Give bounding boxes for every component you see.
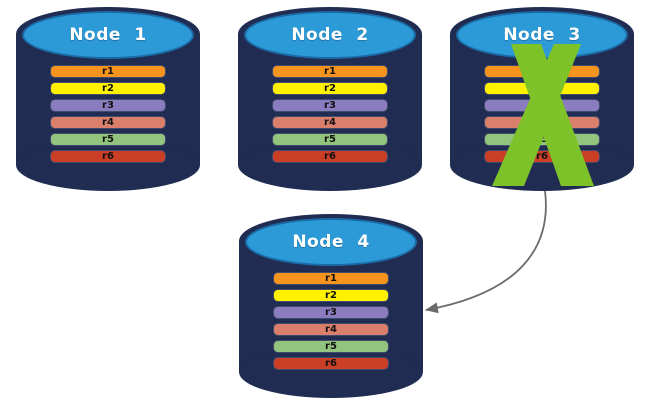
replica-bar-r1: r1	[51, 66, 165, 77]
node-2-cylinder: Node 2 r1 r2 r3 r4 r5 r6	[238, 7, 422, 193]
replica-bar-r1: r1	[485, 66, 599, 77]
replica-bar-r4: r4	[51, 117, 165, 128]
cylinder-top-face: Node 2	[244, 11, 416, 59]
cylinder-bottom	[239, 346, 423, 398]
node-4-cylinder: Node 4 r1 r2 r3 r4 r5 r6	[239, 214, 423, 400]
replica-bar-r1: r1	[274, 273, 388, 284]
replica-bar-r2: r2	[51, 83, 165, 94]
replica-bar-r3: r3	[485, 100, 599, 111]
replica-bar-r4: r4	[274, 324, 388, 335]
cylinder-top-face: Node 3	[456, 11, 628, 59]
replica-bar-r4: r4	[485, 117, 599, 128]
node-title: Node 1	[69, 25, 147, 45]
replica-bar-r5: r5	[51, 134, 165, 145]
replica-bar-r6: r6	[485, 151, 599, 162]
node-3-cylinder: Node 3 r1 r2 r3 r4 r5 r6	[450, 7, 634, 193]
replica-bar-r2: r2	[274, 290, 388, 301]
replica-list: r1 r2 r3 r4 r5 r6	[274, 273, 388, 375]
replica-list: r1 r2 r3 r4 r5 r6	[485, 66, 599, 168]
replica-bar-r5: r5	[273, 134, 387, 145]
replica-bar-r1: r1	[273, 66, 387, 77]
replica-bar-r6: r6	[51, 151, 165, 162]
node-title: Node 2	[291, 25, 369, 45]
migration-arrow-curve	[425, 190, 547, 314]
replica-list: r1 r2 r3 r4 r5 r6	[273, 66, 387, 168]
node-title: Node 3	[503, 25, 581, 45]
replica-bar-r2: r2	[485, 83, 599, 94]
replica-bar-r2: r2	[273, 83, 387, 94]
cylinder-bottom	[238, 139, 422, 191]
replica-bar-r3: r3	[274, 307, 388, 318]
node-1-cylinder: Node 1 r1 r2 r3 r4 r5 r6	[16, 7, 200, 193]
cylinder-bottom	[16, 139, 200, 191]
replica-list: r1 r2 r3 r4 r5 r6	[51, 66, 165, 168]
replica-bar-r4: r4	[273, 117, 387, 128]
replica-bar-r6: r6	[274, 358, 388, 369]
replica-bar-r5: r5	[274, 341, 388, 352]
cylinder-top-face: Node 4	[245, 218, 417, 266]
replica-bar-r5: r5	[485, 134, 599, 145]
cylinder-top-face: Node 1	[22, 11, 194, 59]
replica-bar-r3: r3	[273, 100, 387, 111]
node-title: Node 4	[292, 232, 370, 252]
replica-bar-r3: r3	[51, 100, 165, 111]
replica-bar-r6: r6	[273, 151, 387, 162]
